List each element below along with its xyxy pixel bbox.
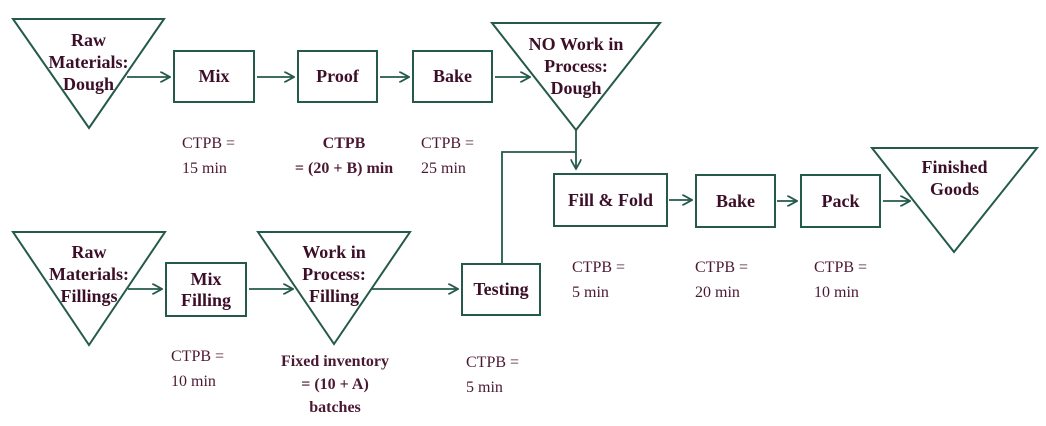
mix-process-box: Mix	[173, 50, 255, 103]
connector-testing-to-fillfold	[501, 151, 576, 263]
no-wip-dough-triangle	[489, 22, 663, 132]
mix-ctpb-label: CTPB = 15 min	[182, 135, 236, 177]
fill-and-fold-process-box: Fill & Fold	[553, 173, 668, 227]
mix-filling-process-box: Mix Filling	[165, 262, 247, 317]
proof-process-box: Proof	[297, 50, 378, 103]
fill-and-fold-ctpb-label: CTPB = 5 min	[572, 259, 626, 301]
bake-assembly-process-box: Bake	[695, 174, 776, 228]
raw-materials-dough-triangle	[11, 18, 166, 130]
bake-dough-ctpb-label: CTPB = 25 min	[421, 135, 475, 177]
testing-ctpb-label: CTPB = 5 min	[466, 354, 520, 396]
wip-filling-triangle	[256, 231, 412, 346]
mix-filling-ctpb-label: CTPB = 10 min	[171, 348, 225, 390]
wip-fixed-inventory-note: Fixed inventory = (10 + A) batches	[281, 353, 389, 416]
pack-ctpb-label: CTPB = 10 min	[814, 259, 868, 301]
raw-materials-fillings-triangle	[11, 231, 167, 347]
proof-ctpb-label: CTPB = (20 + B) min	[294, 135, 394, 177]
testing-process-box: Testing	[461, 263, 541, 316]
pack-process-box: Pack	[800, 174, 881, 228]
bake-dough-process-box: Bake	[412, 50, 493, 103]
finished-goods-triangle	[869, 147, 1040, 254]
bake-assembly-ctpb-label: CTPB = 20 min	[695, 259, 749, 301]
